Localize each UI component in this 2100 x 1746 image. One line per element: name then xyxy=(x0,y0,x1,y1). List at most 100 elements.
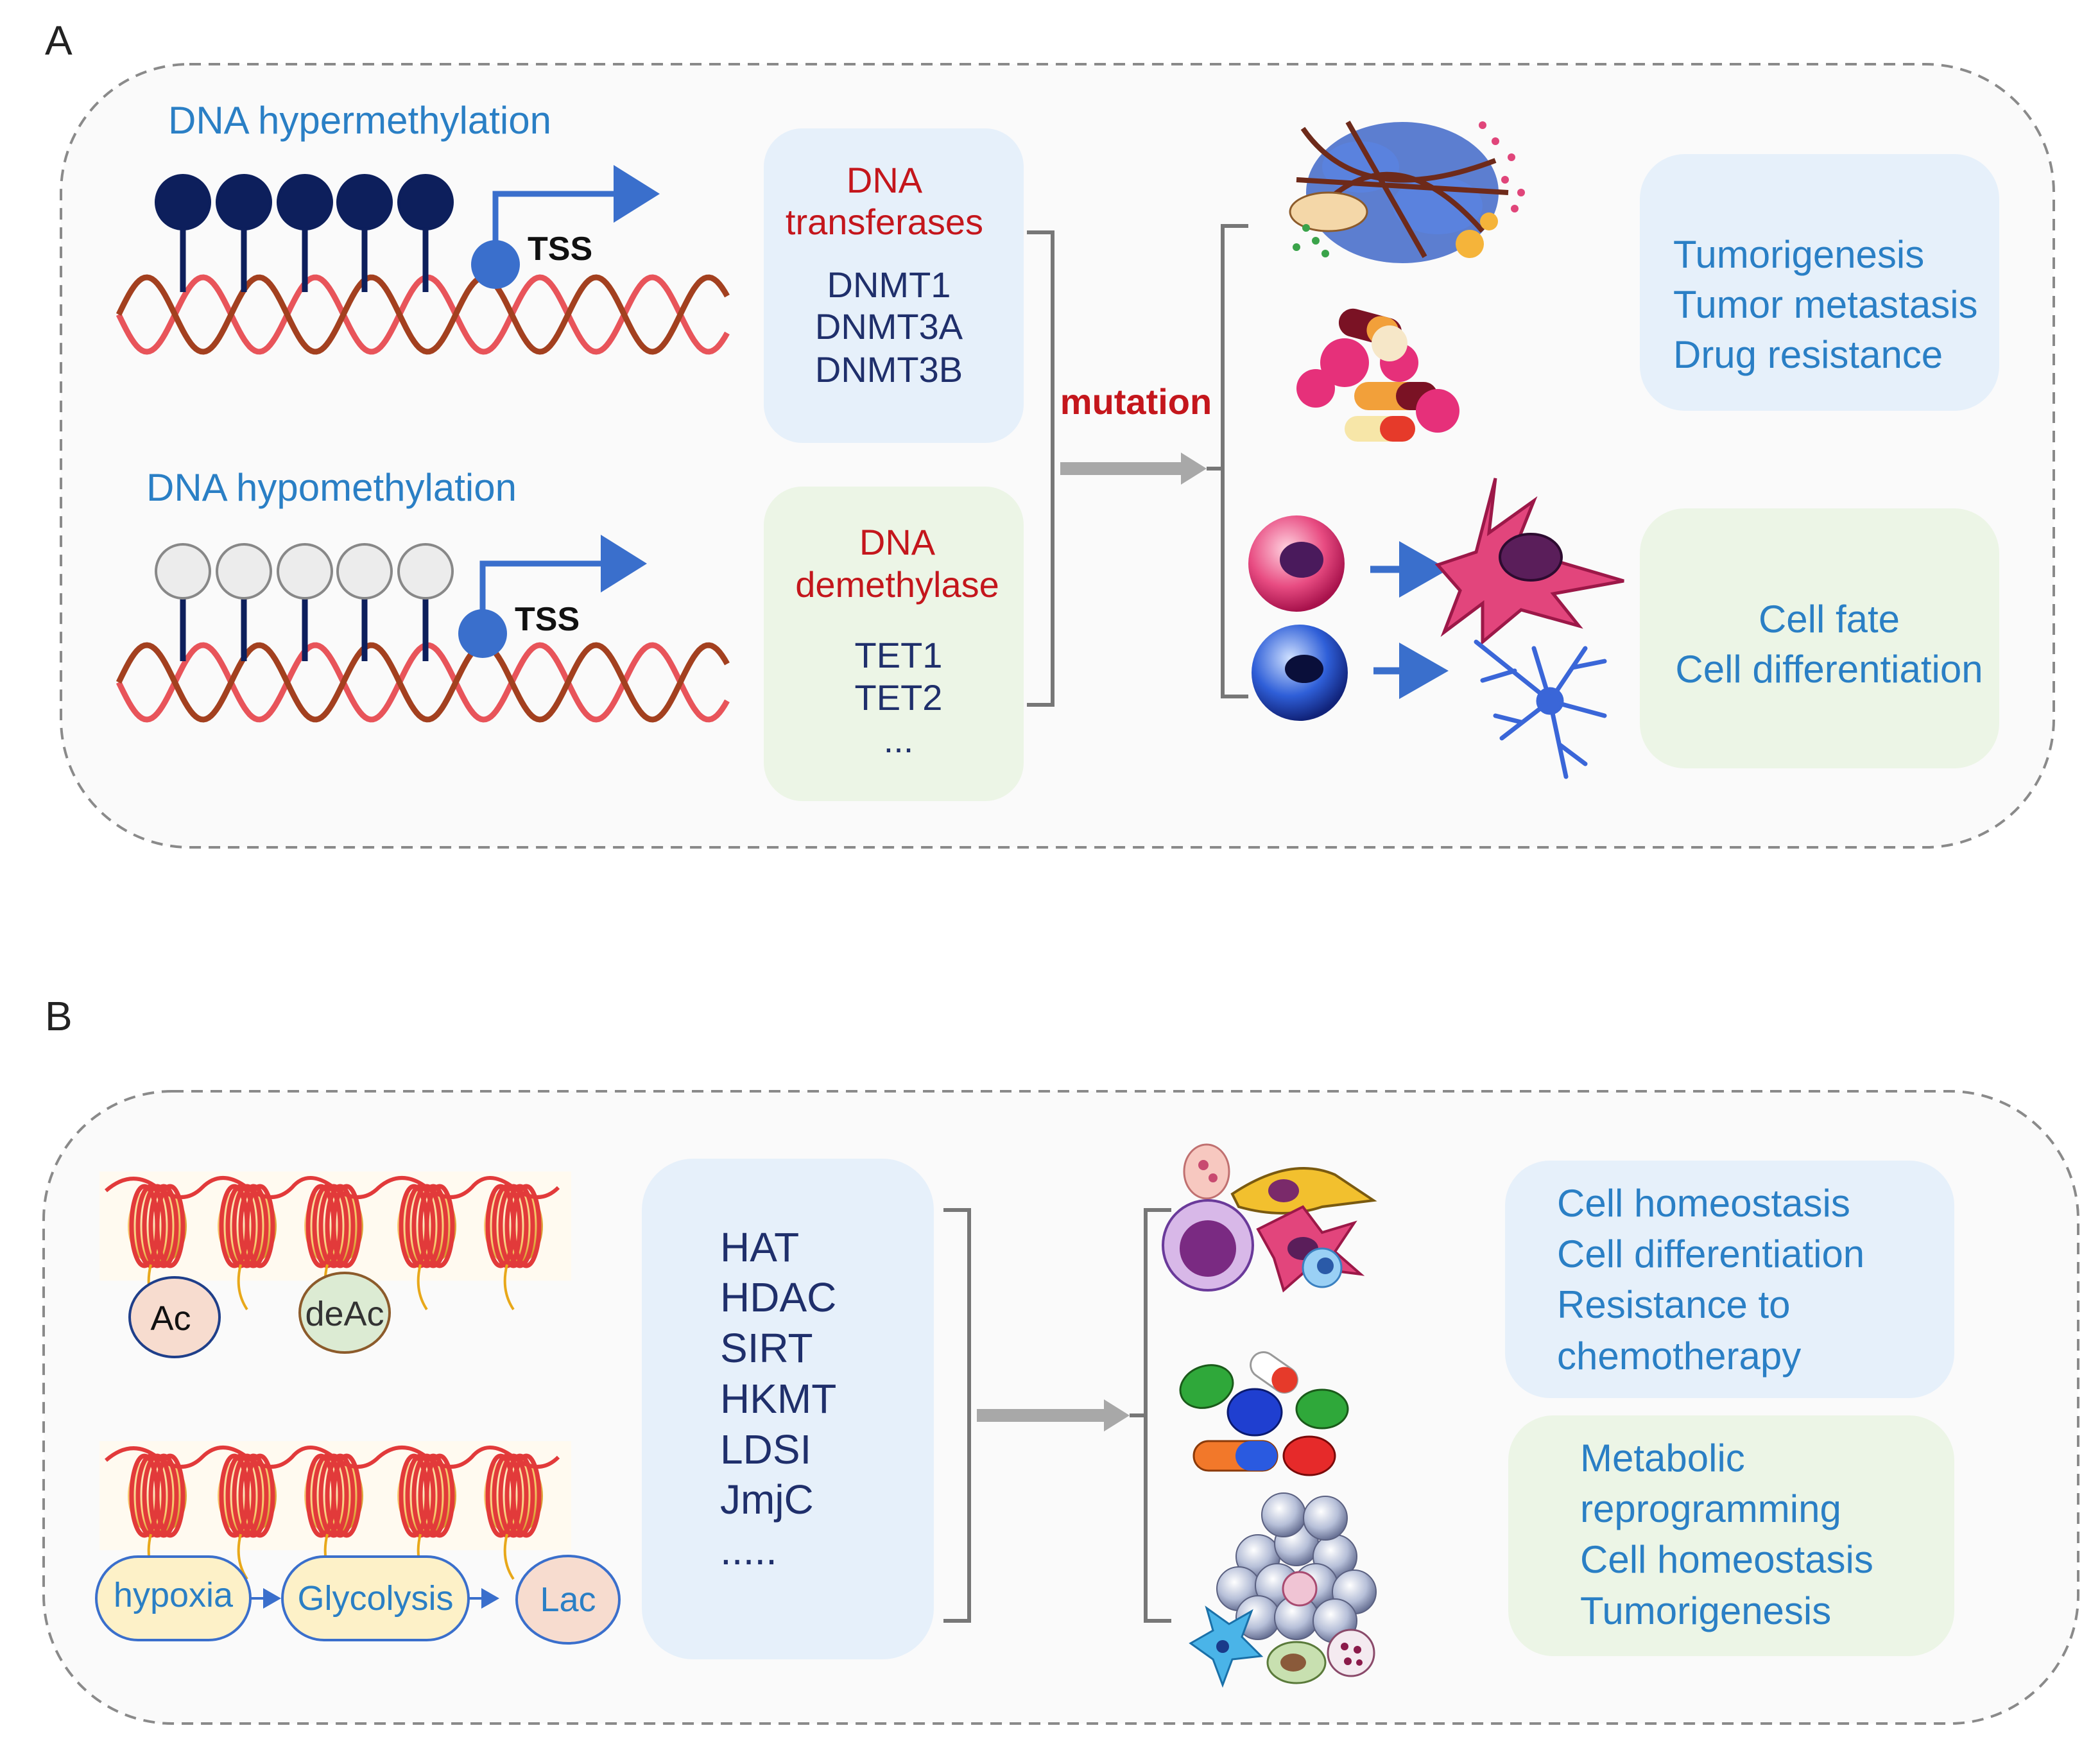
tumor-tissue-illustration xyxy=(1289,121,1525,263)
deac-label: deAc xyxy=(305,1295,384,1333)
methyl-group-icon xyxy=(155,174,211,230)
pathway-label: Lac xyxy=(540,1580,596,1619)
tumor-cell-icon xyxy=(1303,1496,1348,1541)
outcome-text: Cell fate xyxy=(1759,598,1900,641)
panel-b-label: B xyxy=(45,993,73,1039)
outcome-text: Metabolic xyxy=(1580,1437,1745,1480)
tss-label-hypo: TSS xyxy=(515,601,580,638)
outcome-text: reprogramming xyxy=(1580,1487,1841,1530)
tumor-cell-highlight-icon xyxy=(1282,1571,1318,1607)
tss-arrow-hypo xyxy=(458,535,647,658)
pink-stem-cell xyxy=(1248,515,1345,612)
unmethylated-site-icon xyxy=(277,543,333,600)
methyl-group-icon xyxy=(397,174,454,230)
unmethylated-site-icon xyxy=(155,543,211,600)
enzyme-item: SIRT xyxy=(720,1325,813,1371)
methyl-group-icon xyxy=(277,174,333,230)
dna-wrap xyxy=(424,1184,455,1268)
demethylase-title-2: demethylase xyxy=(795,564,999,605)
blue-stem-cell xyxy=(1252,625,1348,721)
dna-wrap xyxy=(504,1453,535,1538)
outcome-text: Drug resistance xyxy=(1673,333,1943,376)
histone-tail xyxy=(417,1264,428,1311)
hypomethylation-title: DNA hypomethylation xyxy=(146,466,517,509)
transferases-title-1: DNA xyxy=(847,160,923,200)
hypermethylation-title: DNA hypermethylation xyxy=(168,99,551,142)
methylated-cpg-markers xyxy=(155,174,454,292)
left-bracket-a xyxy=(1027,230,1054,707)
dna-wrap xyxy=(155,1453,185,1538)
effect-arrow-b xyxy=(977,1399,1130,1431)
enzyme-item: ..... xyxy=(720,1527,777,1573)
enzyme-item: LDSI xyxy=(720,1426,811,1473)
outcome-text: Tumorigenesis xyxy=(1580,1589,1831,1632)
dna-wrap xyxy=(148,1453,179,1538)
differentiated-pink-cell xyxy=(1434,478,1624,646)
neuron-cell xyxy=(1474,639,1607,779)
histone-tail xyxy=(237,1264,248,1311)
transferase-item: DNMT3B xyxy=(815,349,963,390)
ac-label: Ac xyxy=(150,1299,191,1338)
dna-wrap xyxy=(155,1184,185,1268)
demethylase-item: TET1 xyxy=(855,635,943,675)
transferase-item: DNMT3A xyxy=(815,306,963,347)
outcome-box-tumor xyxy=(1640,154,1999,411)
dna-wrap xyxy=(325,1453,356,1538)
histone-tail xyxy=(503,1264,515,1311)
dna-wrap xyxy=(504,1184,535,1268)
dna-wrap xyxy=(238,1453,269,1538)
pathway-label: Glycolysis xyxy=(297,1579,453,1618)
demethylase-item: ... xyxy=(884,720,914,760)
lactate-node xyxy=(515,1555,621,1645)
methyl-group-icon xyxy=(216,174,272,230)
outcome-box-metabolic xyxy=(1508,1415,1954,1656)
unmethylated-site-icon xyxy=(397,543,454,600)
transferase-item: DNMT1 xyxy=(827,264,951,305)
dna-wrap xyxy=(148,1184,179,1268)
enzyme-item: JmjC xyxy=(720,1476,814,1523)
linker-dna xyxy=(105,1176,560,1199)
enzyme-item: HKMT xyxy=(720,1376,836,1422)
transferases-title-2: transferases xyxy=(786,202,983,242)
methyl-group-icon xyxy=(336,174,393,230)
enzyme-item: HAT xyxy=(720,1224,799,1270)
dna-wrap xyxy=(418,1184,449,1268)
dna-wrap xyxy=(511,1453,542,1538)
outcome-text: Cell homeostasis xyxy=(1580,1538,1873,1581)
panel-a-label: A xyxy=(45,17,73,64)
outcome-text: Tumorigenesis xyxy=(1673,233,1924,276)
tumor-cluster-accessory-cells xyxy=(1189,1605,1375,1688)
drug-pills-illustration xyxy=(1296,308,1459,442)
demethylase-title-1: DNA xyxy=(859,522,936,562)
histone-nucleosome-row-top xyxy=(99,1171,571,1311)
linker-dna xyxy=(105,1446,560,1469)
enzymes-box xyxy=(642,1159,934,1659)
acetylation-bubble xyxy=(128,1276,221,1358)
drug-pills-illustration-b xyxy=(1179,1351,1349,1476)
tumor-cluster-illustration xyxy=(1216,1492,1377,1643)
tss-arrow-hyper xyxy=(471,165,660,289)
outcome-box-homeostasis xyxy=(1505,1161,1954,1398)
deacetylation-bubble xyxy=(298,1272,391,1354)
unmethylated-site-icon xyxy=(336,543,393,600)
dna-wrap xyxy=(331,1453,362,1538)
outcome-text: Cell differentiation xyxy=(1675,648,1983,691)
right-bracket-b xyxy=(1144,1208,1171,1623)
left-bracket-b xyxy=(943,1208,971,1623)
histone-tail xyxy=(503,1534,515,1580)
mutation-label: mutation xyxy=(1060,381,1212,422)
pathway-label: hypoxia xyxy=(114,1576,234,1614)
demethylase-box xyxy=(764,487,1024,801)
outcome-box-cellfate xyxy=(1640,508,1999,768)
dna-wrap xyxy=(245,1453,275,1538)
outcome-text: Cell homeostasis xyxy=(1557,1182,1850,1225)
transferases-box xyxy=(764,128,1024,443)
demethylase-item: TET2 xyxy=(855,677,943,718)
outcome-text: Cell differentiation xyxy=(1557,1232,1864,1275)
unmethylated-cpg-markers xyxy=(155,543,454,661)
mutation-arrow xyxy=(1060,453,1207,485)
outcome-text: Resistance to xyxy=(1557,1283,1791,1326)
panel-a-frame xyxy=(60,63,2055,849)
dna-wrap xyxy=(245,1184,275,1268)
